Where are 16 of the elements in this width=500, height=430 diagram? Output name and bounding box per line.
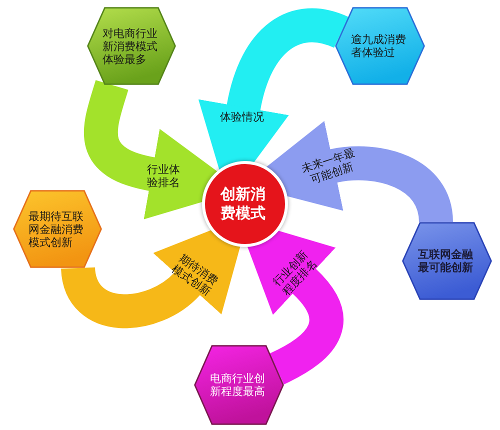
hexagon-node xyxy=(87,7,176,85)
hexagon-node xyxy=(335,7,425,85)
node-label: 对电商行业新消费模式体验最多 xyxy=(102,26,158,66)
node-label: 电商行业创新程度最高 xyxy=(210,372,266,398)
node-label: 创新消费模式 xyxy=(220,185,267,223)
edge-label: 行业体验排名 xyxy=(146,163,182,190)
edge-label: 未来一年最可能创新 xyxy=(298,145,357,188)
hexagon-node xyxy=(402,222,492,300)
hexagon-node xyxy=(194,345,284,425)
edge-label: 期待消费模式创新 xyxy=(168,250,222,299)
edge-label: 行业创新程度排名 xyxy=(270,247,322,300)
node-label: 逾九成消费者体验过 xyxy=(350,33,407,59)
node-label: 最期待互联网金融消费模式创新 xyxy=(28,210,84,248)
node-label: 互联网金融最可能创新 xyxy=(418,248,474,274)
hexagon-node xyxy=(13,190,102,268)
edge-label: 体验情况 xyxy=(218,110,265,124)
